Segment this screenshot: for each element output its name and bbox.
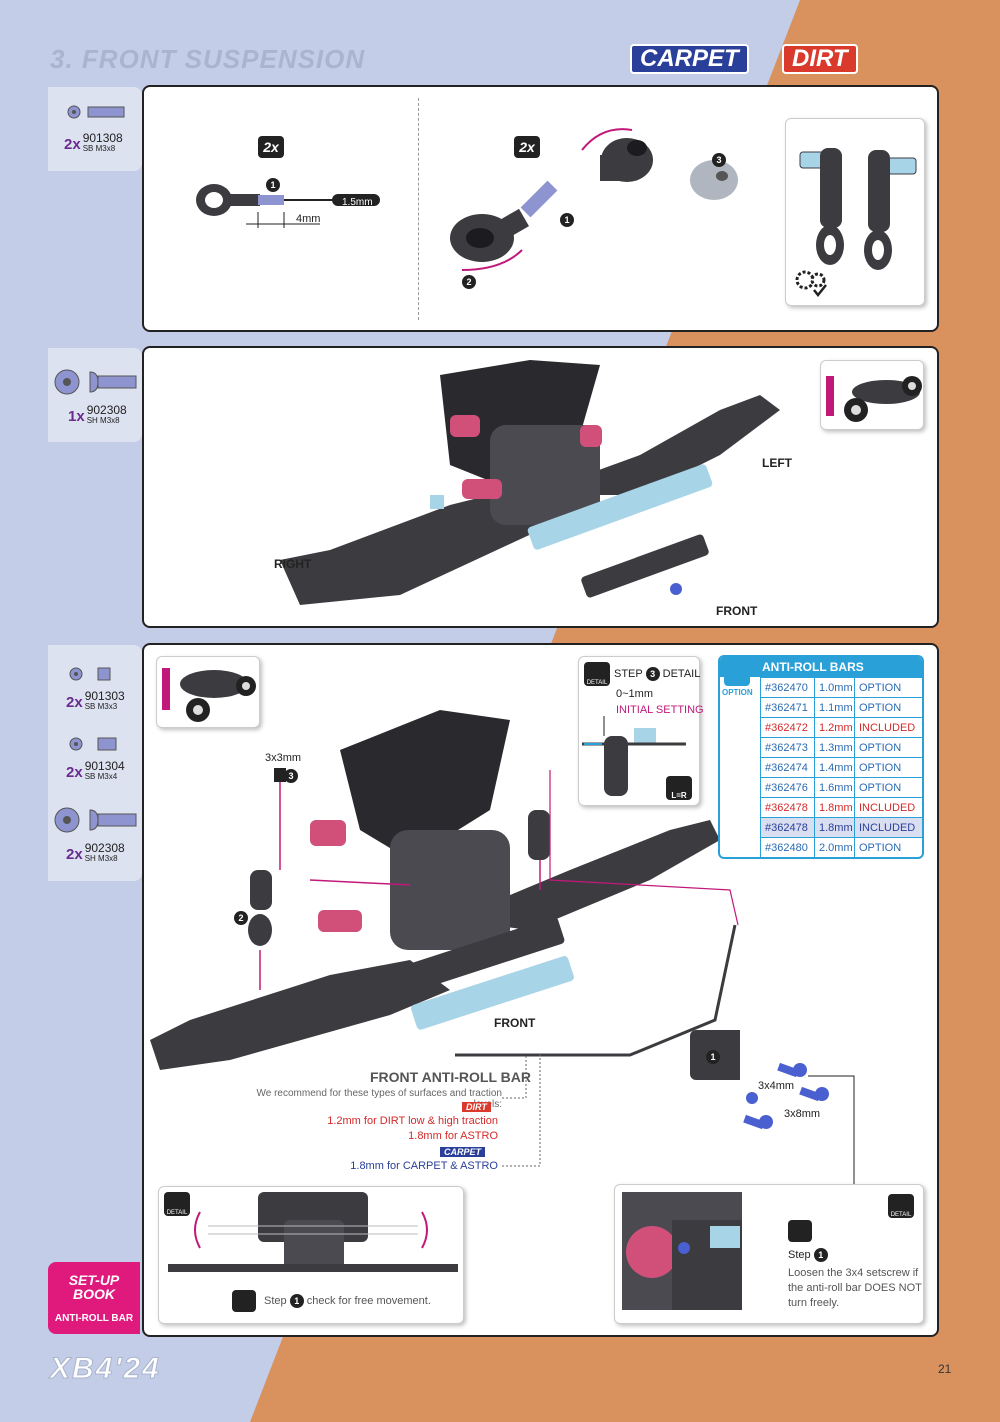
- step1-callout-1b: 1: [560, 210, 574, 228]
- detail-setscrew-drawing: [582, 716, 686, 796]
- screw-3x8-label: 3x8mm: [784, 1108, 821, 1120]
- step2-part-icon: [54, 368, 138, 401]
- screw-3x4-label: 3x4mm: [758, 1080, 795, 1092]
- step2-parts-sidebar: [48, 348, 142, 442]
- free-movement-instruction: Step 1 check for free movement.: [264, 1294, 431, 1308]
- right-label: RIGHT: [274, 557, 312, 571]
- step3-part3-icon: [54, 806, 138, 839]
- front-label-step3: FRONT: [494, 1016, 536, 1030]
- step1-parts-sidebar: [48, 87, 142, 171]
- link-callout: 2: [234, 908, 248, 926]
- footer-logo: XB4'24: [50, 1352, 161, 1386]
- step1-qty-tag-right: 2x: [514, 136, 540, 158]
- step3-part1-icon: [68, 666, 116, 687]
- initial-setting-label: INITIAL SETTING: [616, 704, 704, 716]
- step3-part2-icon: [68, 736, 120, 757]
- recommend-dirt-line1: 1.2mm for DIRT low & high traction: [327, 1115, 498, 1127]
- setup-book-title: SET-UP BOOK: [68, 1271, 120, 1302]
- carpet-badge: CARPET: [630, 44, 749, 74]
- front-suspension-assembly-drawing: [280, 360, 780, 605]
- loosen-line2: the anti-roll bar DOES NOT: [788, 1282, 922, 1294]
- step1-callout-1: 1: [266, 175, 280, 193]
- anti-roll-bar-assembly-drawing: [150, 710, 740, 1080]
- holder-callout: 1: [706, 1047, 720, 1065]
- setscrew-callout: 3: [284, 766, 298, 784]
- step1-part-icon: [66, 104, 126, 125]
- assembled-links-drawing: [799, 148, 917, 270]
- setscrew-3x3-label: 3x3mm: [265, 752, 302, 764]
- loosen-step-label: Step 1: [788, 1248, 828, 1262]
- table-title: ANTI-ROLL BARS: [720, 657, 922, 677]
- step1-divider: [418, 98, 419, 320]
- detail-range-label: 0~1mm: [616, 688, 653, 700]
- page-number: 21: [938, 1362, 952, 1376]
- loosen-line3: turn freely.: [788, 1297, 840, 1309]
- rod-end-assembly-drawing: [450, 128, 738, 271]
- gear-check-icon: [795, 270, 827, 298]
- setup-book-tab: SET-UP BOOK ANTI-ROLL BAR: [48, 1262, 140, 1334]
- recommend-leader-lines: [502, 1054, 541, 1167]
- step1-callout-2: 2: [462, 272, 476, 290]
- recommend-title: FRONT ANTI-ROLL BAR: [370, 1069, 531, 1085]
- recommend-carpet-badge: CARPET: [440, 1147, 486, 1157]
- front-label: FRONT: [716, 604, 758, 618]
- step3-detail-title: STEP 3 DETAIL: [614, 667, 701, 681]
- thumbs-up-icon: [724, 662, 750, 686]
- left-label: LEFT: [762, 456, 792, 470]
- wrench-step-icon-right: [788, 1220, 812, 1242]
- loosen-line1: Loosen the 3x4 setscrew if: [788, 1267, 919, 1279]
- setup-book-subtitle: ANTI-ROLL BAR: [54, 1312, 134, 1324]
- detail-magnifier-icon-left: DETAIL: [164, 1192, 190, 1216]
- step3-parts-sidebar: [48, 645, 142, 881]
- loosen-setscrew-drawing: [622, 1192, 742, 1310]
- dirt-badge: DIRT: [782, 44, 858, 74]
- car-thumbnail-drawing-2: [162, 668, 256, 722]
- car-thumbnail-drawing: [826, 376, 922, 422]
- ball-end-tool-drawing: [196, 184, 380, 228]
- step1-qty-tag-left: 2x: [258, 136, 284, 158]
- wrench-step-icon-left: [232, 1290, 256, 1312]
- lr-icon: L=R: [666, 776, 692, 800]
- recommend-dirt-line2: 1.8mm for ASTRO: [408, 1130, 498, 1142]
- screws-drawing: [743, 1062, 829, 1130]
- step1-callout-3: 3: [712, 150, 726, 168]
- recommend-dirt-badge: DIRT: [462, 1102, 491, 1112]
- thread-depth-label: 4mm: [296, 213, 321, 225]
- recommend-carpet-line1: 1.8mm for CARPET & ASTRO: [350, 1160, 498, 1172]
- tool-size-label: 1.5mm: [342, 197, 373, 208]
- detail-magnifier-icon-right: DETAIL: [888, 1194, 914, 1218]
- page-title: 3. FRONT SUSPENSION: [50, 44, 366, 74]
- detail-magnifier-icon: DETAIL: [584, 662, 610, 686]
- free-movement-drawing: [168, 1192, 458, 1272]
- option-label: OPTION: [722, 688, 753, 697]
